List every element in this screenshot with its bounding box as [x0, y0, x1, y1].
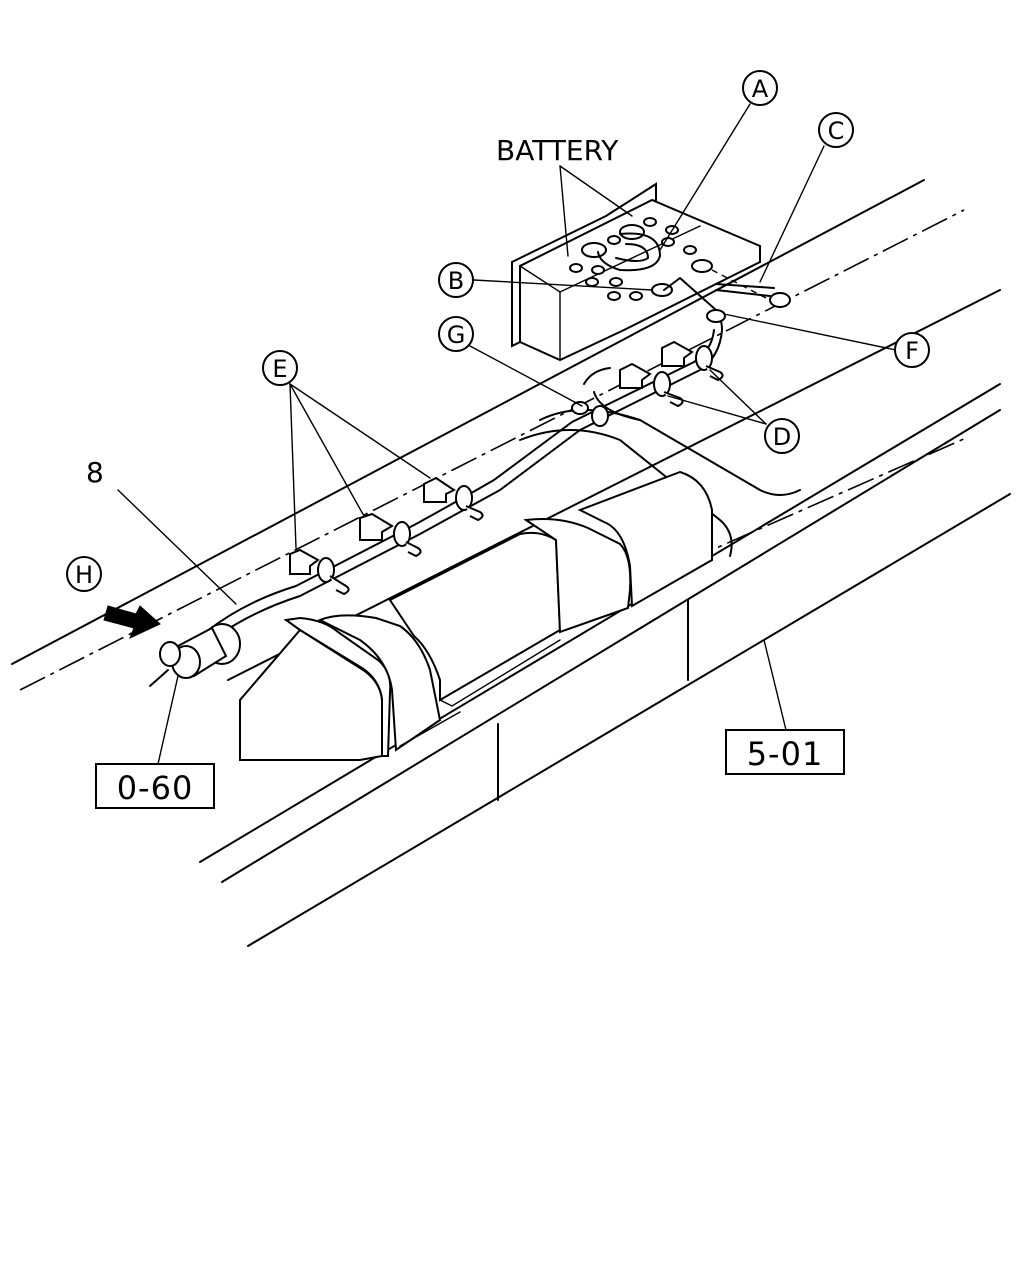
callout-h: H [66, 556, 102, 592]
svg-text:0-60: 0-60 [117, 769, 194, 807]
fuel-tank [239, 470, 713, 761]
clamp-e-2 [359, 512, 422, 558]
svg-text:5-01: 5-01 [747, 735, 824, 773]
lower-frame-rail [199, 383, 1011, 947]
reference-box-0-60: 0-60 [95, 763, 215, 809]
part-number-label: 8 [86, 456, 104, 489]
battery [511, 182, 767, 362]
callout-b: B [438, 262, 474, 298]
crossmember [519, 367, 801, 557]
callout-e: E [262, 350, 298, 386]
svg-text:A: A [752, 75, 769, 103]
svg-text:D: D [773, 423, 791, 451]
callout-f: F [894, 332, 930, 368]
callout-g: G [438, 316, 474, 352]
callout-d: D [764, 418, 800, 454]
battery-label: BATTERY [496, 134, 619, 167]
clamp-e-3 [423, 476, 484, 522]
svg-text:C: C [828, 117, 845, 145]
battery-jumper-cable [581, 224, 661, 272]
svg-text:F: F [905, 337, 919, 365]
svg-text:H: H [75, 561, 93, 589]
starter-connector [149, 623, 241, 687]
clamp-d-2 [661, 340, 724, 382]
callout-a: A [742, 70, 778, 106]
callout-c: C [818, 112, 854, 148]
front-direction-arrow [103, 605, 161, 639]
grommet-g [571, 401, 609, 427]
svg-text:G: G [447, 321, 466, 349]
svg-text:E: E [272, 355, 287, 383]
clamps-e [289, 476, 484, 596]
svg-text:B: B [448, 267, 464, 295]
clamp-d-1 [619, 362, 684, 408]
leader-lines [117, 103, 897, 765]
reference-box-5-01: 5-01 [725, 729, 845, 775]
clamps-d [619, 340, 724, 408]
clamp-e-1 [289, 548, 350, 596]
